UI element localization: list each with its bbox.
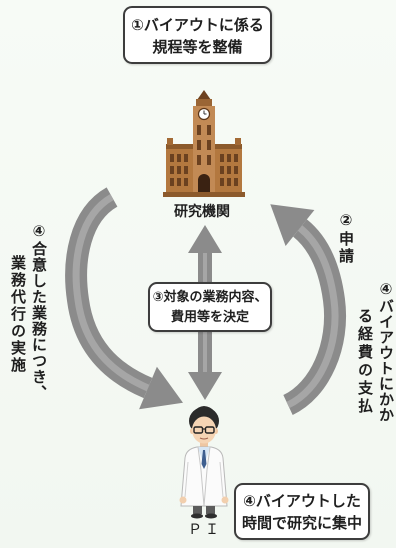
step2-label: ②申請 xyxy=(337,211,355,265)
step4-payment-line2: る経費の支払 xyxy=(356,308,374,416)
left-arrow-shaft-highlight xyxy=(72,193,150,392)
left-hand xyxy=(179,496,187,504)
step3-box: ③対象の業務内容、 費用等を決定 xyxy=(148,282,272,332)
step4-payment-line1: ④バイアウトにかか xyxy=(377,280,395,423)
lab-coat xyxy=(180,446,228,507)
right-arrow-head xyxy=(270,204,315,246)
step4-research-line1: ④バイアウトした xyxy=(243,492,361,510)
institution-label: 研究機関 xyxy=(174,204,230,220)
step3-line1: ③対象の業務内容、 xyxy=(152,290,268,305)
right-shoe xyxy=(205,513,217,519)
left-arrow-head xyxy=(139,366,183,410)
step4-research-box: ④バイアウトした 時間で研究に集中 xyxy=(234,483,370,540)
hair-fringe xyxy=(190,406,218,424)
neck xyxy=(200,441,208,449)
step1-box: ①バイアウトに係る 規程等を整備 xyxy=(123,6,272,64)
right-hand xyxy=(221,496,229,504)
right-arrow-shaft xyxy=(282,219,346,415)
necktie xyxy=(201,450,207,469)
step4-research-line2: 時間で研究に集中 xyxy=(241,514,362,532)
right-arrow-shaft-highlight xyxy=(286,225,339,409)
building-base xyxy=(163,192,245,197)
face xyxy=(192,416,216,444)
left-curved-arrow xyxy=(65,187,183,410)
right-curved-arrow xyxy=(270,204,346,415)
step4-agency-line2: 業務代行の実施 xyxy=(9,255,27,374)
university-building-icon xyxy=(163,90,245,197)
step1-line1: ①バイアウトに係る xyxy=(131,16,264,34)
step4-agency-line1: ④合意した業務につき、 xyxy=(30,222,48,401)
step3-line2: 費用等を決定 xyxy=(170,310,249,325)
mouth xyxy=(199,437,209,440)
tower-spire xyxy=(197,90,211,100)
building-door xyxy=(198,174,210,192)
left-shoe xyxy=(191,513,203,519)
glasses-icon xyxy=(193,426,215,434)
researcher-icon xyxy=(179,406,229,519)
step1-line2: 規程等を整備 xyxy=(152,38,243,56)
pi-label: ＰＩ xyxy=(188,522,222,538)
